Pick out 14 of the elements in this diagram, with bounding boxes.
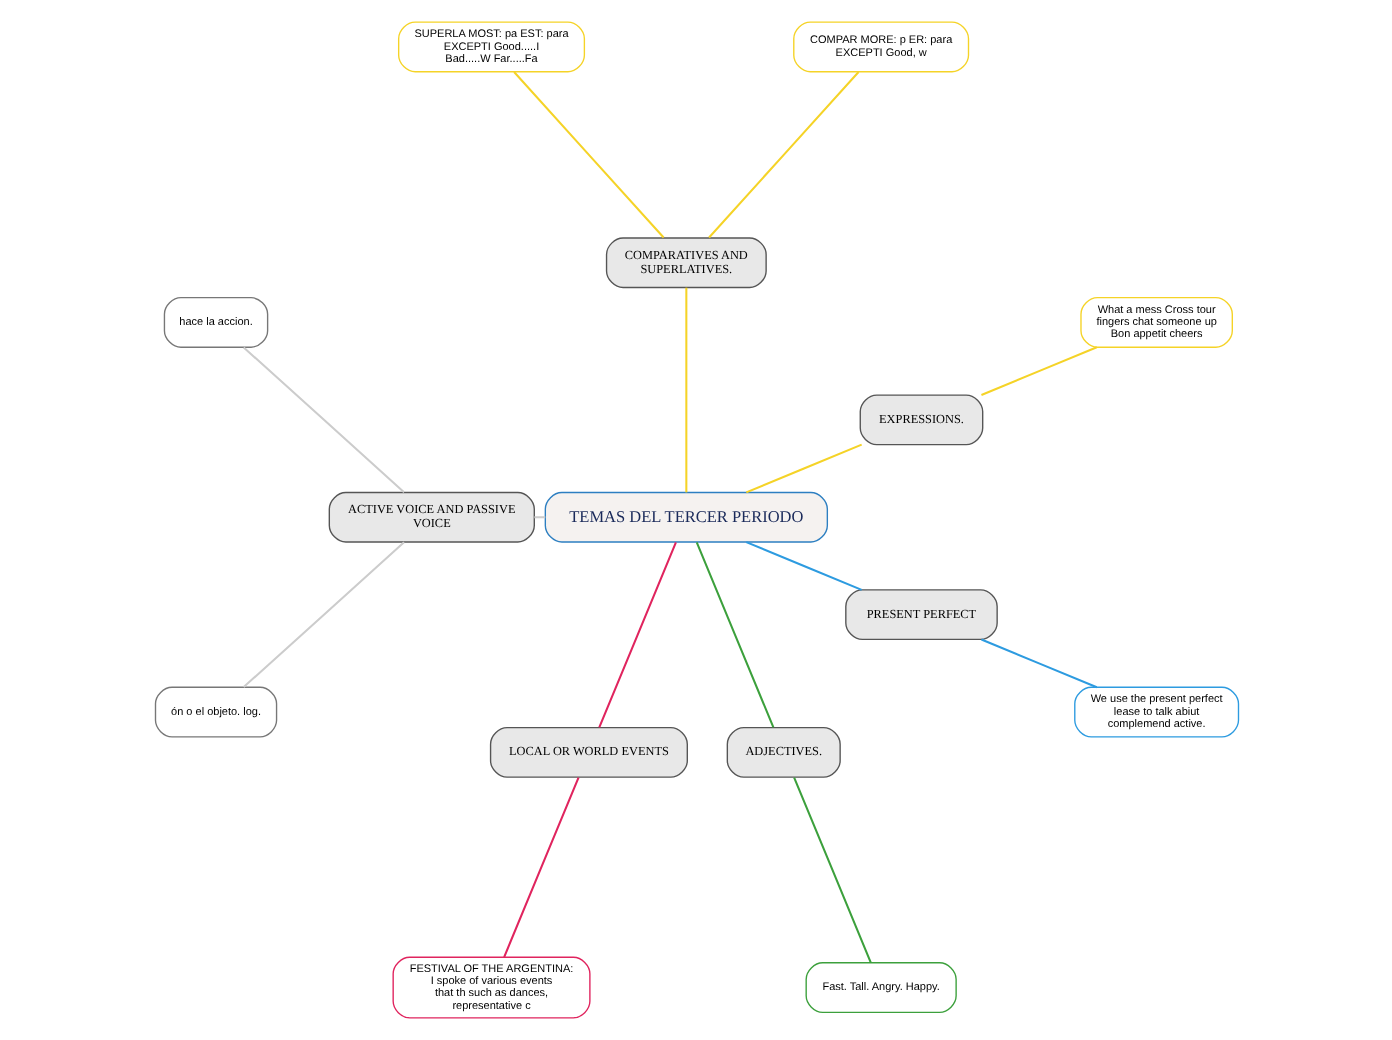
connector [792, 777, 871, 963]
connector [980, 638, 1097, 689]
connector [242, 346, 404, 493]
connector [512, 71, 664, 239]
connector [744, 443, 862, 494]
connector [242, 541, 404, 688]
connector [533, 516, 545, 519]
connector [744, 541, 862, 591]
connector [684, 287, 687, 493]
connector [980, 346, 1097, 396]
connector [694, 542, 774, 728]
connector [597, 542, 676, 728]
connector [502, 777, 579, 958]
connector [707, 71, 859, 239]
